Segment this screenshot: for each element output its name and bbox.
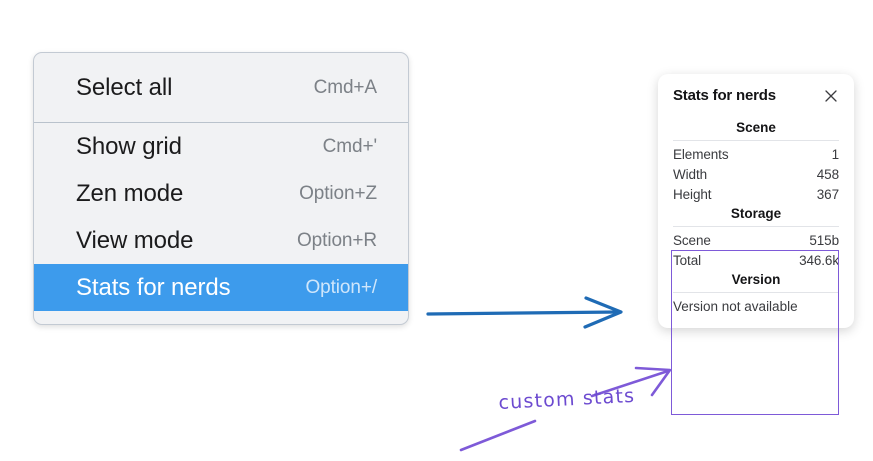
stat-key: Scene bbox=[673, 232, 711, 248]
purple-underline-stroke bbox=[459, 419, 537, 452]
stat-key: Total bbox=[673, 252, 702, 268]
menu-item-label: Select all bbox=[76, 73, 173, 101]
stat-value: 367 bbox=[816, 186, 839, 202]
stat-value: 346.6k bbox=[799, 252, 839, 268]
section-rule bbox=[673, 292, 839, 293]
menu-item-view-mode[interactable]: View mode Option+R bbox=[34, 217, 408, 264]
section-rule bbox=[673, 226, 839, 227]
stats-panel: Stats for nerds Scene Elements 1 Width 4… bbox=[658, 74, 854, 328]
menu-item-label: Show grid bbox=[76, 132, 182, 160]
menu-item-label: Zen mode bbox=[76, 179, 184, 207]
version-note: Version not available bbox=[673, 299, 798, 314]
menu-item-zen-mode[interactable]: Zen mode Option+Z bbox=[34, 170, 408, 217]
menu-item-select-all[interactable]: Select all Cmd+A bbox=[34, 64, 408, 111]
context-menu[interactable]: Select all Cmd+A Show grid Cmd+' Zen mod… bbox=[33, 52, 409, 325]
stat-key: Height bbox=[673, 186, 712, 202]
stat-value: 515b bbox=[809, 232, 839, 248]
stat-value: 458 bbox=[816, 166, 839, 182]
stat-key: Width bbox=[673, 166, 708, 182]
section-heading-version: Version bbox=[731, 272, 781, 287]
menu-top-padding bbox=[34, 53, 408, 64]
stat-row: Width 458 bbox=[673, 164, 839, 184]
stat-row: Elements 1 bbox=[673, 144, 839, 164]
menu-group-1: Select all Cmd+A bbox=[34, 64, 408, 111]
menu-item-shortcut: Cmd+' bbox=[322, 135, 377, 157]
stat-row: Scene 515b bbox=[673, 230, 839, 250]
close-icon[interactable] bbox=[823, 88, 839, 104]
stats-panel-header: Stats for nerds bbox=[673, 87, 839, 104]
stat-key: Elements bbox=[673, 146, 729, 162]
menu-separator bbox=[34, 122, 408, 123]
panel-title: Stats for nerds bbox=[673, 87, 776, 104]
section-heading-storage: Storage bbox=[730, 206, 782, 221]
blue-arrow bbox=[426, 296, 623, 329]
stat-row: Height 367 bbox=[673, 184, 839, 204]
menu-item-shortcut: Option+/ bbox=[305, 276, 377, 298]
menu-item-shortcut: Option+R bbox=[297, 229, 377, 251]
stat-value: 1 bbox=[831, 146, 840, 162]
menu-bottom-padding bbox=[34, 311, 408, 324]
menu-item-label: View mode bbox=[76, 226, 194, 254]
section-rule bbox=[673, 140, 839, 141]
menu-item-shortcut: Cmd+A bbox=[313, 76, 377, 98]
menu-item-label: Stats for nerds bbox=[76, 273, 231, 301]
menu-item-show-grid[interactable]: Show grid Cmd+' bbox=[34, 123, 408, 170]
annotation-label-custom-stats: custom stats bbox=[498, 384, 636, 414]
section-heading-scene: Scene bbox=[736, 120, 776, 135]
stat-row: Total 346.6k bbox=[673, 250, 839, 270]
menu-group-2: Show grid Cmd+' Zen mode Option+Z View m… bbox=[34, 123, 408, 311]
menu-item-shortcut: Option+Z bbox=[299, 182, 377, 204]
menu-item-stats-for-nerds[interactable]: Stats for nerds Option+/ bbox=[34, 264, 408, 311]
